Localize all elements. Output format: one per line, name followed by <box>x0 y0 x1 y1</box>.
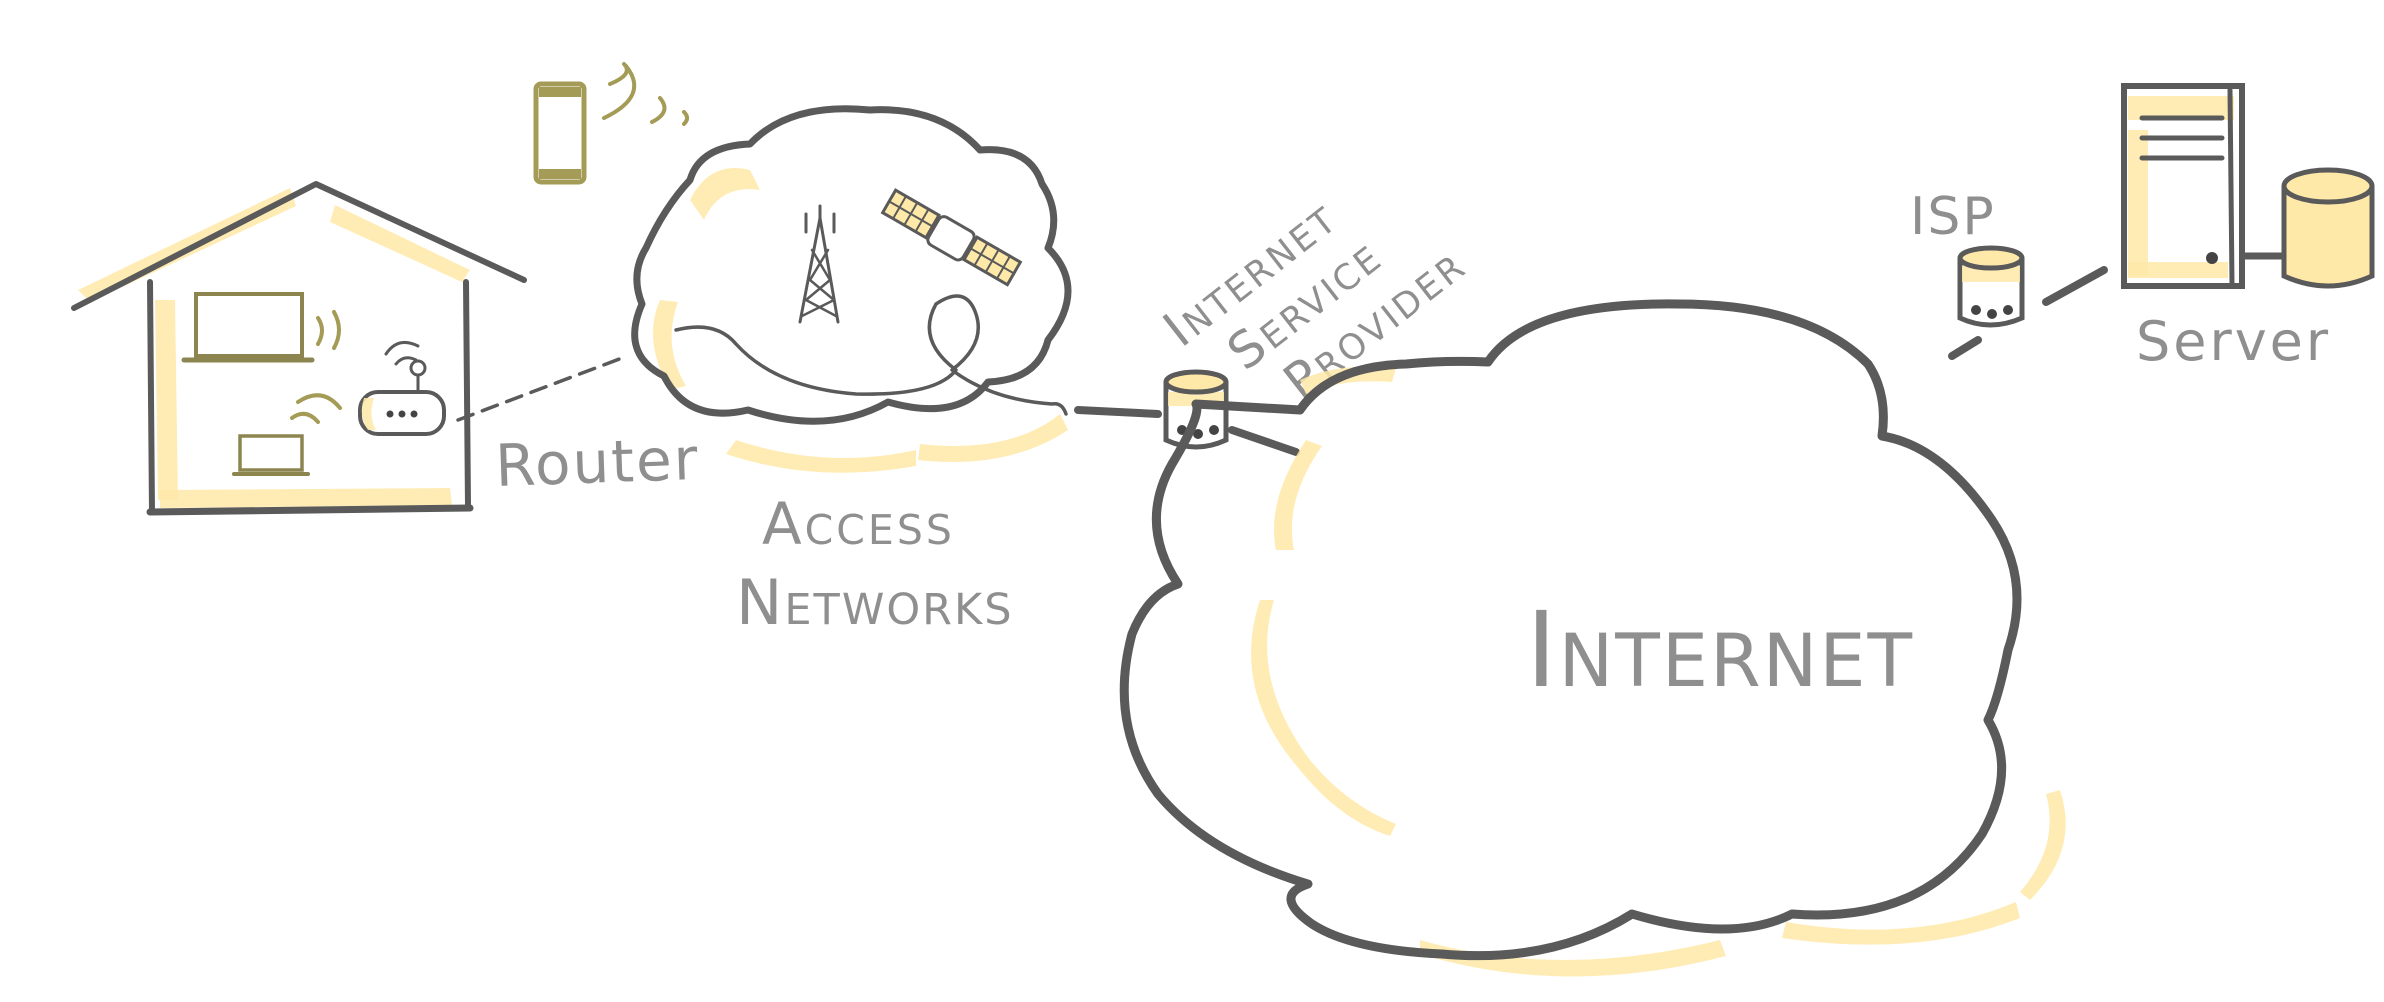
server-icon <box>2121 83 2245 289</box>
isp-router-icon <box>1163 369 1229 450</box>
internet-label: Internet <box>1526 589 1914 711</box>
link-internet-isp <box>1948 336 1982 360</box>
internet-cloud <box>1119 299 2066 977</box>
laptop-icon <box>181 292 341 363</box>
link-isp-server <box>2042 266 2108 306</box>
server-label: Server <box>2136 310 2331 373</box>
router-icon <box>358 340 446 436</box>
isp-short-label: ISP <box>1910 187 1996 247</box>
laptop-icon <box>232 393 342 476</box>
cell-tower-icon <box>798 204 840 324</box>
house-icon <box>71 181 527 516</box>
link-access-isp <box>1074 406 1162 418</box>
satellite-icon <box>880 188 1023 287</box>
networks-label: Networks <box>736 566 1014 639</box>
isp-router-icon <box>1957 245 2025 328</box>
wireless-link <box>456 356 624 422</box>
database-icon <box>2281 167 2375 289</box>
access-network-cloud <box>631 105 1072 473</box>
router-label: Router <box>494 425 700 500</box>
smartphone-icon <box>533 62 689 185</box>
access-label: Access <box>762 490 955 558</box>
link-isp-internet <box>1228 426 1300 456</box>
